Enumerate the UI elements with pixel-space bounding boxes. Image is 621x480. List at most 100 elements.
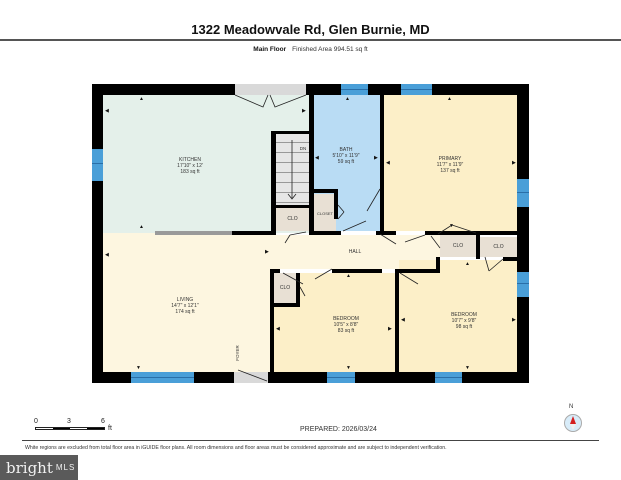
opening-top-doors	[235, 84, 306, 95]
dim-marker: ◀	[105, 252, 109, 258]
wall-clo2-bottom	[503, 257, 529, 261]
primary-area: 137 sq ft	[440, 168, 460, 174]
dim-marker: ▲	[345, 96, 350, 102]
living-dims: 14'7" x 12'1"	[171, 303, 199, 309]
compass-north-label: N	[569, 404, 574, 410]
window-bedroom2-right	[517, 272, 529, 297]
dim-marker: ▼	[136, 365, 141, 371]
logo-sub: MLS	[55, 463, 76, 472]
label-foyer: FOYER	[235, 345, 240, 361]
label-bedroom-1: BEDROOM 10'5" x 8'8" 83 sq ft	[318, 316, 374, 334]
label-bath: BATH 5'10" x 11'9" 59 sq ft	[318, 147, 374, 165]
bedroom-1-name: BEDROOM	[333, 316, 359, 322]
kitchen-name: KITCHEN	[179, 157, 201, 163]
scale-mark-6: 6	[101, 418, 105, 425]
living-name: LIVING	[176, 297, 194, 303]
dim-marker: ▲	[447, 96, 452, 102]
window-living-bottom	[131, 372, 194, 383]
floor-subtitle: Main Floor Finished Area 994.51 sq ft	[0, 46, 621, 53]
wall-bed1-clo	[274, 303, 299, 307]
bath-dims: 5'10" x 11'9"	[332, 153, 360, 159]
label-primary: PRIMARY 11'7" x 11'9" 137 sq ft	[420, 156, 480, 174]
wall-bed1-clo-side	[296, 273, 300, 307]
wall-stairs-left	[271, 133, 276, 235]
window-bedroom1-bottom	[327, 372, 355, 383]
wall-bed1-bed2	[395, 269, 399, 372]
wall-hall-top-2	[376, 231, 396, 235]
closet-kitchen: CLO	[276, 207, 309, 231]
finished-area: Finished Area 994.51 sq ft	[292, 46, 368, 53]
window-primary-top	[401, 84, 432, 95]
footer-divider	[22, 440, 599, 441]
dim-marker: ▶	[388, 326, 392, 332]
closet-hall-1: CLO	[440, 235, 476, 257]
wall-hall-bottom-2	[395, 269, 440, 273]
wall-closet-right	[334, 189, 338, 219]
dim-marker: ◀	[105, 108, 109, 114]
window-primary-right	[517, 179, 529, 207]
wall-hall-top-3	[425, 231, 529, 235]
closet-bedroom-1: CLO	[274, 273, 296, 303]
room-bedroom-2	[399, 260, 517, 372]
wall-hall-bottom-1	[270, 269, 280, 273]
bedroom-1-area: 83 sq ft	[337, 328, 355, 334]
compass-icon	[564, 414, 582, 432]
scale-bar: 0 3 6 ft	[34, 418, 134, 432]
dim-marker: ◀	[276, 326, 280, 332]
label-bedroom-2: BEDROOM 10'7" x 9'8" 98 sq ft	[436, 312, 492, 330]
scale-mark-0: 0	[34, 418, 38, 425]
dim-marker: ▲	[465, 261, 470, 267]
stairs	[276, 133, 310, 205]
kitchen-area: 183 sq ft	[180, 169, 200, 175]
dim-marker: ▼	[346, 365, 351, 371]
floor-label: Main Floor	[253, 46, 287, 53]
window-bath-top	[341, 84, 368, 95]
wall-closet-top	[314, 189, 338, 193]
hall-name: HALL	[348, 249, 362, 255]
disclaimer-text: White regions are excluded from total fl…	[25, 445, 447, 451]
kitchen-dims: 17'10" x 12'	[177, 163, 203, 169]
bedroom-2-area: 98 sq ft	[455, 324, 473, 330]
wall-hall-top-1	[309, 231, 341, 235]
opening-kitchen-living	[155, 231, 232, 235]
room-living	[103, 233, 270, 372]
window-kitchen-left	[92, 149, 103, 181]
label-hall: HALL	[340, 249, 370, 255]
closet-bath: CLOSET	[314, 194, 336, 232]
opening-foyer-door	[234, 372, 268, 383]
wall-top-left	[92, 84, 235, 95]
primary-dims: 11'7" x 11'9"	[436, 162, 464, 168]
label-living: LIVING 14'7" x 12'1" 174 sq ft	[155, 297, 215, 315]
prepared-date: PREPARED: 2026/03/24	[300, 426, 377, 433]
dim-marker: ▶	[302, 108, 306, 114]
scale-unit: ft	[108, 425, 112, 432]
header-divider	[0, 39, 621, 41]
primary-name: PRIMARY	[438, 156, 462, 162]
dim-marker: ▼	[449, 223, 454, 229]
label-kitchen: KITCHEN 17'10" x 12' 183 sq ft	[150, 157, 230, 175]
wall-clo-divider	[476, 235, 480, 259]
dim-marker: ▶	[374, 155, 378, 161]
dim-marker: ▶	[512, 317, 516, 323]
page-title: 1322 Meadowvale Rd, Glen Burnie, MD	[191, 22, 430, 37]
wall-clo-bottom	[436, 257, 440, 269]
compass: N	[563, 404, 583, 434]
bedroom-1-dims: 10'5" x 8'8"	[333, 322, 359, 328]
window-bedroom2-bottom	[435, 372, 462, 383]
wall-bath-left	[309, 95, 314, 235]
dim-marker: ▲	[346, 273, 351, 279]
living-area: 174 sq ft	[175, 309, 195, 315]
dim-marker: ▲	[139, 224, 144, 230]
wall-hall-bottom-1b	[332, 269, 382, 273]
floor-plan: CLO CLOSET CLO CLO CLO	[92, 84, 529, 383]
dim-marker: ▼	[465, 365, 470, 371]
dim-marker: ◀	[386, 160, 390, 166]
wall-bottom-right	[268, 372, 529, 383]
wall-left	[92, 84, 103, 383]
bedroom-2-dims: 10'7" x 9'8"	[451, 318, 477, 324]
closet-hall-2: CLO	[480, 237, 517, 257]
bedroom-2-name: BEDROOM	[451, 312, 477, 318]
bath-area: 59 sq ft	[337, 159, 355, 165]
door-swings	[234, 94, 504, 382]
